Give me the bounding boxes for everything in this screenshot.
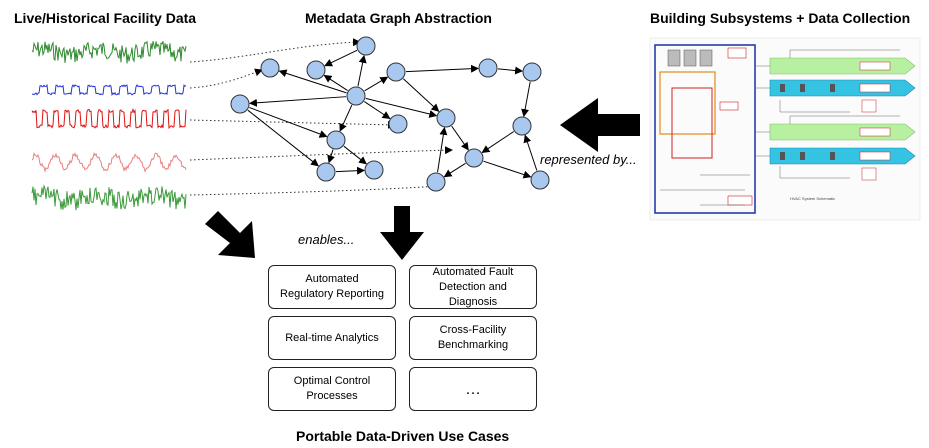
graph-edge (521, 81, 531, 118)
usecases-title: Portable Data-Driven Use Cases (296, 428, 510, 444)
graph-node (346, 86, 366, 106)
graph-node (464, 148, 484, 168)
graph-edge (278, 69, 347, 94)
graph-node (306, 60, 326, 80)
graph-edge (443, 162, 466, 178)
graph-node (426, 172, 446, 192)
graph-edge (247, 109, 319, 167)
series-red (31, 107, 187, 130)
usecase-text: … (465, 380, 481, 398)
graph-edge (249, 107, 328, 138)
graph-node (356, 36, 376, 56)
graph-edge (365, 97, 438, 118)
graph-edge (324, 49, 358, 67)
graph-node (530, 170, 550, 190)
graph-edge (403, 78, 440, 112)
graph-node (230, 94, 250, 114)
graph-edge (323, 74, 348, 91)
usecase-ellipsis: … (409, 367, 537, 411)
graph-edge (327, 149, 335, 164)
series-green (31, 40, 187, 64)
series-lightgreen (31, 184, 187, 211)
graph-edge (405, 64, 480, 73)
graph-edge (364, 76, 389, 92)
graph-node (478, 58, 498, 78)
graph-node (260, 58, 280, 78)
graph-edge (451, 125, 469, 151)
graph-edge (437, 126, 448, 173)
graph-node (522, 62, 542, 82)
graph-node (364, 160, 384, 180)
graph-edges (247, 49, 538, 179)
graph-node (436, 108, 456, 128)
series-pink (31, 152, 187, 173)
graph-edge (357, 54, 367, 87)
hvac-schematic: HVAC System Schematic (649, 37, 921, 221)
graph-edge (339, 104, 353, 132)
graph-edge (364, 101, 391, 120)
graph-edge (497, 66, 524, 75)
represented-by-label: represented by... (540, 152, 637, 167)
graph-edge (523, 134, 538, 171)
represented-by-arrow (560, 98, 640, 152)
usecase-text: Real-time Analytics (285, 331, 379, 344)
time-series-group (31, 40, 187, 211)
series-blue (31, 83, 187, 97)
graph-edge (335, 166, 366, 175)
graph-edge (481, 131, 514, 154)
graph-nodes (230, 36, 550, 192)
enables-arrow-down (380, 206, 424, 260)
graph-edge (343, 145, 367, 165)
usecase-realtime-analytics: Real-time Analytics (268, 316, 396, 360)
schematic-caption: HVAC System Schematic (790, 196, 835, 201)
graph-node (316, 162, 336, 182)
graph-node (512, 116, 532, 136)
series-connectors (189, 38, 453, 196)
subsystems-title: Building Subsystems + Data Collection (650, 10, 911, 26)
enables-label: enables... (298, 232, 355, 247)
graph-edge (483, 160, 532, 179)
enables-arrow-diag (205, 211, 255, 258)
graph-node (386, 62, 406, 82)
graph-title: Metadata Graph Abstraction (305, 10, 492, 26)
facility-data-title: Live/Historical Facility Data (14, 10, 197, 26)
graph-node (326, 130, 346, 150)
graph-edge (248, 96, 347, 107)
graph-node (388, 114, 408, 134)
